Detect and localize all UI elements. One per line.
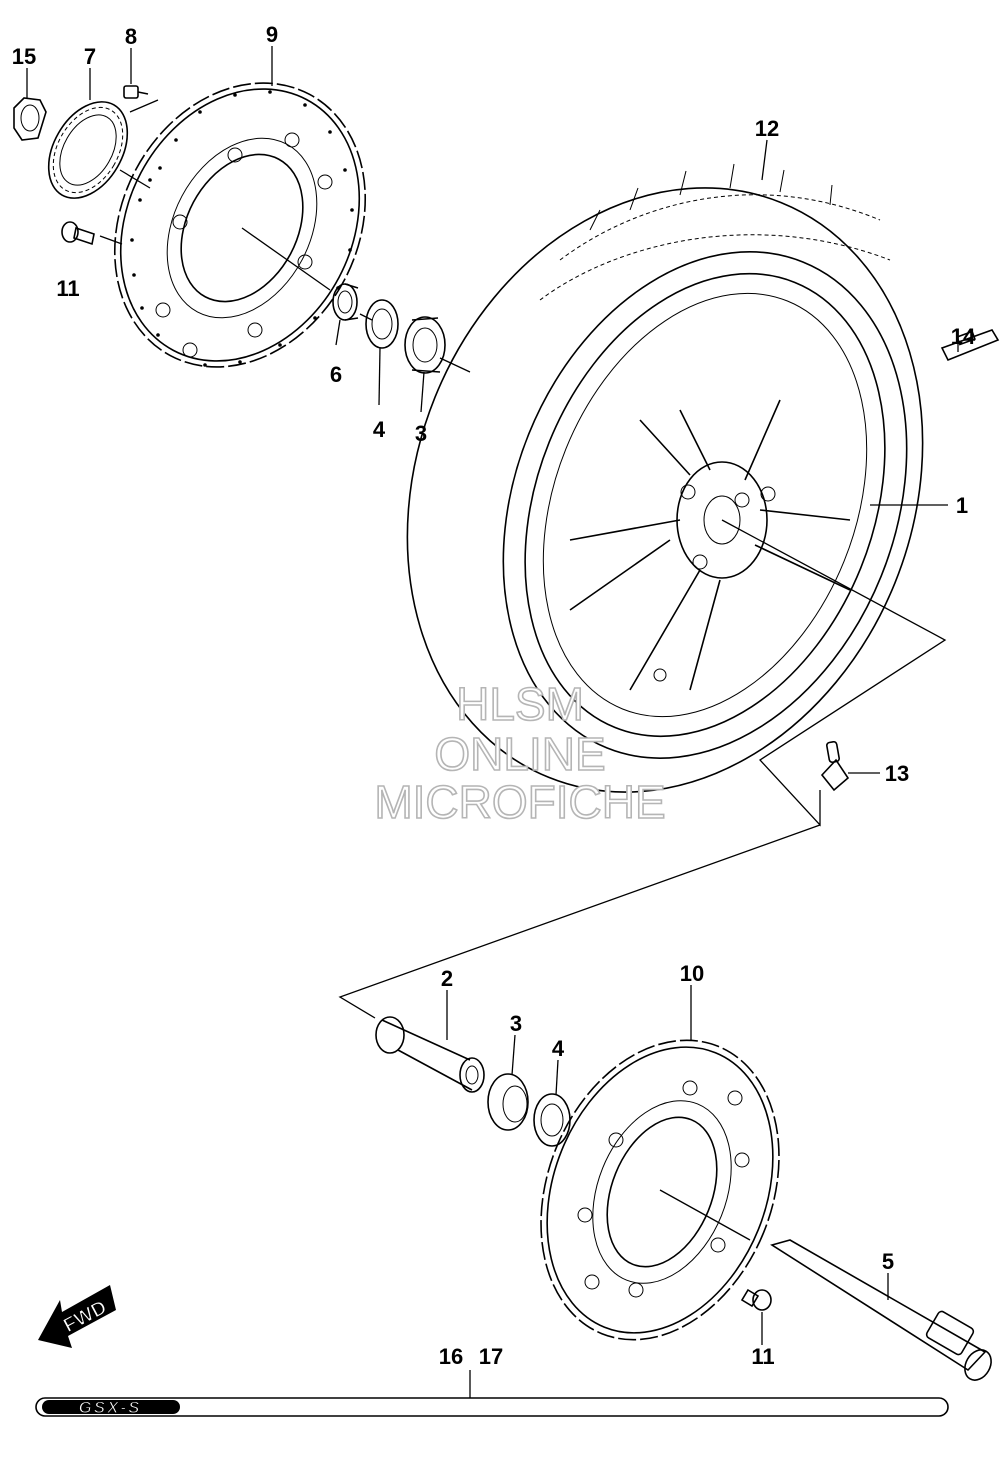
callout-leaders [26, 46, 959, 1398]
callout-4-lower: 4 [552, 1036, 565, 1061]
callout-4-upper: 4 [373, 417, 386, 442]
disc-bolt-upper [61, 221, 95, 246]
callout-17: 17 [479, 1344, 503, 1369]
front-axle [770, 1239, 992, 1381]
callout-14: 14 [951, 324, 976, 349]
callout-16: 16 [439, 1344, 463, 1369]
model-badge-decal: GSX-S [35, 1397, 949, 1418]
callout-7: 7 [84, 44, 96, 69]
callout-3-upper: 3 [415, 421, 427, 446]
bearing-lower [487, 1073, 529, 1131]
callout-10: 10 [680, 961, 704, 986]
callout-3-lower: 3 [510, 1011, 522, 1036]
callout-5: 5 [882, 1249, 894, 1274]
svg-text:GSX-S: GSX-S [79, 1398, 142, 1417]
callout-11-lower: 11 [751, 1344, 774, 1369]
callout-11-upper: 11 [56, 276, 79, 301]
assembly-lines [99, 99, 947, 1241]
front-tire [406, 163, 924, 793]
oil-seal-upper [365, 299, 399, 349]
brake-disc-right [540, 1039, 780, 1341]
callout-6: 6 [330, 362, 342, 387]
callout-9: 9 [266, 22, 278, 47]
callout-2: 2 [441, 966, 453, 991]
tire-valve [820, 740, 850, 792]
svg-text:ONLINE: ONLINE [434, 728, 605, 780]
svg-text:MICROFICHE: MICROFICHE [374, 776, 665, 828]
front-wheel-rim [524, 272, 886, 738]
watermark: HLSM ONLINE MICROFICHE [374, 677, 667, 829]
forward-direction-arrow: FWD [38, 1285, 116, 1348]
oil-seal-lower [533, 1093, 571, 1147]
bearing-upper [404, 316, 446, 374]
screw-small [123, 85, 149, 99]
balance-weight [940, 329, 1000, 362]
brake-disc-left [113, 82, 367, 368]
spacer-collar [332, 283, 359, 321]
callout-1: 1 [956, 493, 968, 518]
hub-spacer [375, 1016, 485, 1093]
callout-12: 12 [755, 116, 779, 141]
sensor-ring [47, 101, 129, 199]
flange-nut [13, 97, 47, 141]
svg-text:HLSM: HLSM [456, 678, 584, 730]
callout-8: 8 [125, 24, 137, 49]
callout-labels: 15 7 8 9 11 6 4 3 12 14 1 13 2 3 4 10 5 … [12, 22, 976, 1369]
disc-bolt-lower [740, 1288, 772, 1311]
callout-15: 15 [12, 44, 36, 69]
callout-13: 13 [885, 761, 909, 786]
